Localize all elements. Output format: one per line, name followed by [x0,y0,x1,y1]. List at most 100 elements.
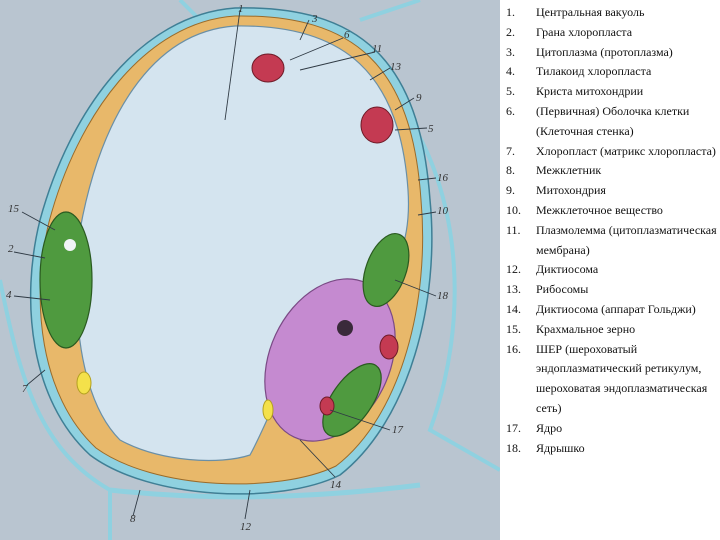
legend-text: Цитоплазма (протоплазма) [536,44,673,59]
legend-number: 16. [506,341,521,356]
legend-number: 15. [506,321,521,336]
callout-leader [224,9,241,121]
nucleolus [337,320,353,336]
cell-illustration: 1 2 3 4 5 6 7 8 9 10 11 12 13 14 15 16 1… [0,0,500,540]
legend-text: Межклеточное вещество [536,202,663,217]
callout-leader [394,97,415,111]
starch-grain [76,371,92,395]
legend-text: ШЕР (шероховатый эндоплазматический рети… [536,341,708,415]
legend-text: Хлоропласт (матрикс хлоропласта) [536,143,716,158]
callout-2: 2 [8,243,14,255]
legend-number: 5. [506,84,515,99]
legend-item: 14. Диктиосома (аппарат Гольджи) [506,300,718,320]
callout-leader [26,369,46,386]
callout-12: 12 [240,521,252,533]
chloroplast-left [39,211,93,349]
callout-leader [299,439,336,478]
legend-number: 7. [506,143,515,158]
callout-leader [132,489,141,517]
callout-leader [21,211,56,231]
callout-leader [244,489,251,520]
legend-text: Диктиосома (аппарат Гольджи) [536,301,696,316]
neighbor-cell-wall [109,482,421,500]
callout-1: 1 [238,3,244,15]
legend-item: 3. Цитоплазма (протоплазма) [506,43,718,63]
legend-text: (Первичная) Оболочка клетки (Клеточная с… [536,103,690,138]
legend-item: 2. Грана хлоропласта [506,23,718,43]
starch-grain [64,239,76,251]
legend-item: 17.Ядро [506,419,718,439]
callout-11: 11 [372,43,382,55]
legend-item: 12. Диктиосома [506,260,718,280]
callout-leader [394,279,437,297]
callout-leader [289,37,344,61]
callout-leader [13,295,51,301]
legend-number: 6. [506,103,515,118]
legend-number: 18. [506,440,521,455]
legend-number: 2. [506,24,515,39]
callout-leader [394,127,428,131]
legend-item: 18. Ядрышко [506,439,718,459]
callout-leader [417,177,437,181]
callout-7: 7 [22,383,28,395]
callout-15: 15 [8,203,20,215]
legend-number: 12. [506,262,521,277]
legend-item: 1. Центральная вакуоль [506,3,718,23]
callout-leader [299,51,376,71]
legend-number: 14. [506,301,521,316]
legend-text: Криста митохондрии [536,84,644,99]
legend-text: Диктиосома [536,262,599,277]
legend-item: 7. Хлоропласт (матрикс хлоропласта) [506,142,718,162]
cell-diagram: 1 2 3 4 5 6 7 8 9 10 11 12 13 14 15 16 1… [0,0,500,540]
mitochondrion [360,106,394,144]
legend-text: Плазмолемма (цитоплазматическая мембрана… [536,222,717,257]
callout-10: 10 [437,205,449,217]
legend-number: 11. [506,222,521,237]
callout-leader [417,211,437,216]
legend-item: 11. Плазмолемма (цитоплазматическая мембр… [506,221,718,261]
callout-6: 6 [344,29,350,41]
legend-number: 3. [506,44,515,59]
callout-14: 14 [330,479,342,491]
chloroplast-right-top [362,233,410,307]
legend-text: Грана хлоропласта [536,24,633,39]
legend-item: 10.Межклеточное вещество [506,201,718,221]
legend-item: 4. Тилакоид хлоропласта [506,62,718,82]
legend-number: 9. [506,183,515,198]
legend-number: 8. [506,163,515,178]
callout-leader [13,251,46,259]
callout-8: 8 [130,513,136,525]
legend-item: 15. Крахмальное зерно [506,320,718,340]
legend-text: Рибосомы [536,282,589,297]
callout-16: 16 [437,172,449,184]
chloroplast-right-bottom [322,363,382,437]
callout-18: 18 [437,290,449,302]
legend-number: 4. [506,64,515,79]
callout-13: 13 [390,61,402,73]
legend-item: 9. Митохондрия [506,181,718,201]
legend-text: Центральная вакуоль [536,5,645,19]
callout-5: 5 [428,123,434,135]
central-vacuole [75,25,410,462]
legend-text: Тилакоид хлоропласта [536,64,652,79]
starch-grain [262,399,274,421]
legend-item: 8. Межклетник [506,161,718,181]
legend-item: 13. Рибосомы [506,280,718,300]
legend-item: 6. (Первичная) Оболочка клетки (Клеточная… [506,102,718,142]
legend-text: Межклетник [536,163,602,178]
legend-text: Ядрышко [536,440,585,455]
mitochondrion [379,334,399,360]
legend-item: 5. Криста митохондрии [506,82,718,102]
legend-text: Ядро [536,420,563,435]
legend-list: 1. Центральная вакуоль 2. Грана хлоропласт… [506,3,718,458]
legend-number: 13. [506,282,521,297]
legend-number: 1. [506,5,515,19]
legend-item: 16. ШЕР (шероховатый эндоплазматический р… [506,340,718,419]
legend-text: Митохондрия [536,183,606,198]
callout-4: 4 [6,289,12,301]
legend-text: Крахмальное зерно [536,321,636,336]
callout-leader [329,409,391,431]
callout-17: 17 [392,424,404,436]
neighbor-cell-wall [408,118,500,472]
neighbor-cell-wall [0,279,112,540]
